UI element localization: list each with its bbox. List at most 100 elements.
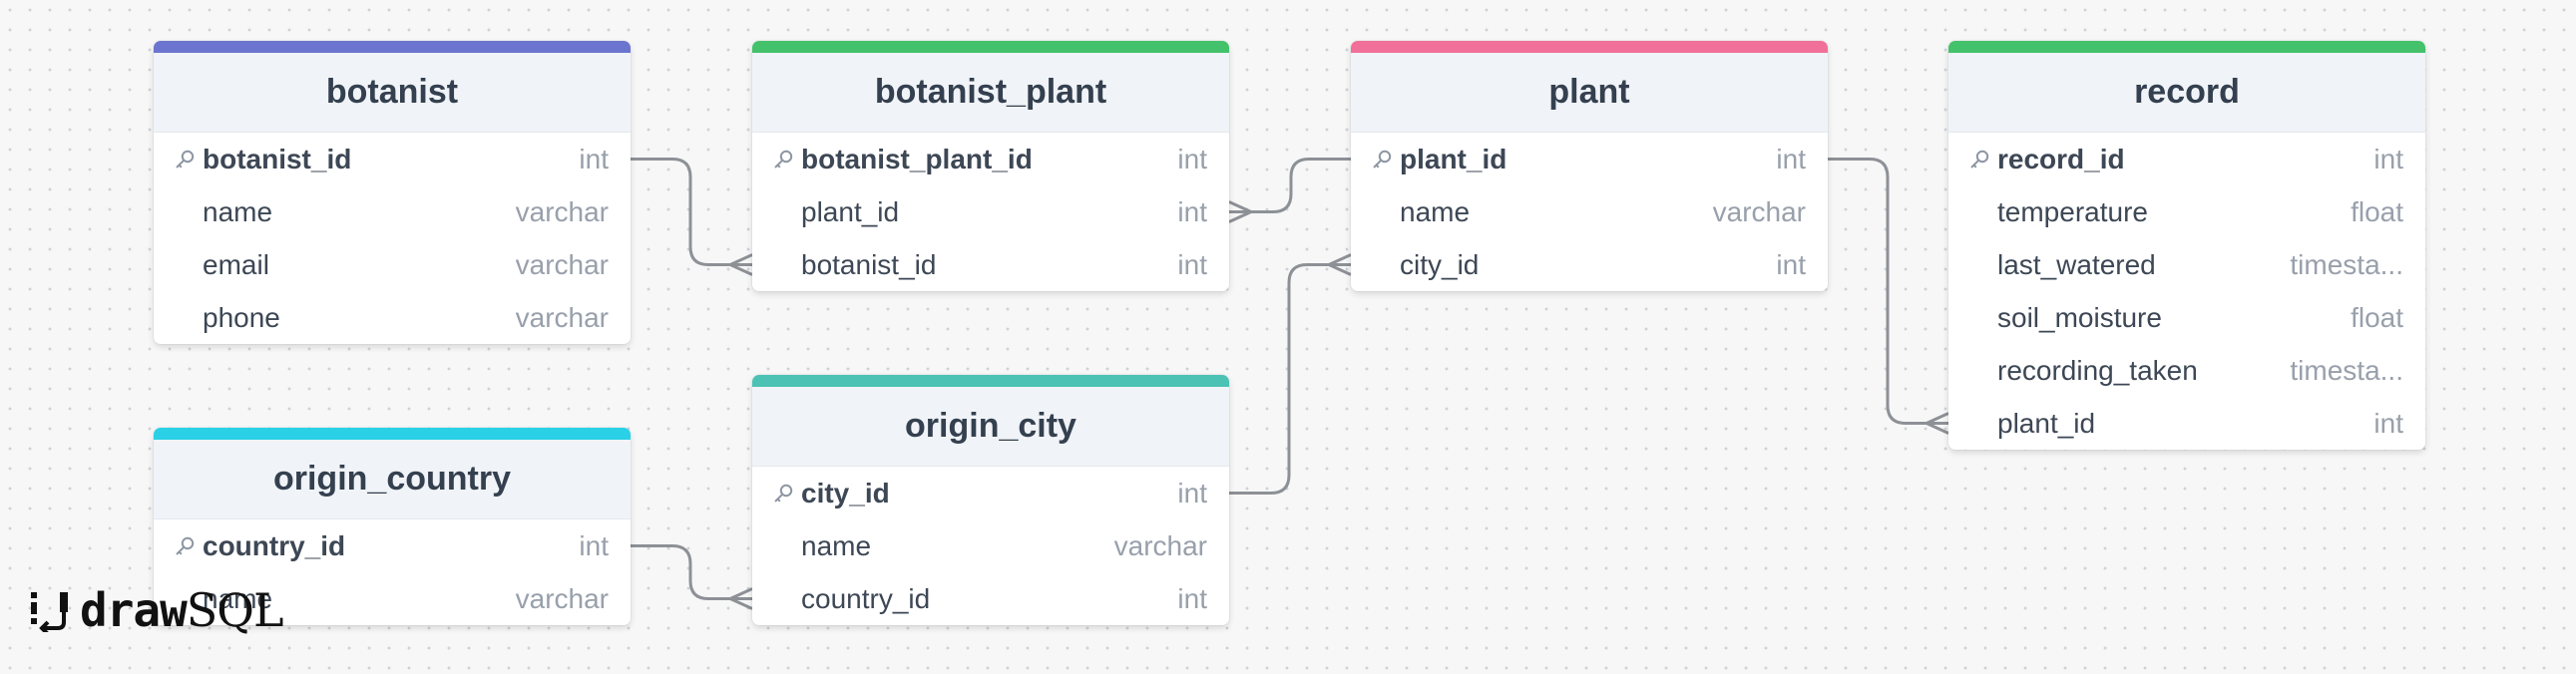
column-type: int <box>2373 143 2403 174</box>
primary-key-icon <box>174 535 203 557</box>
column-name: plant_id <box>801 195 900 227</box>
column-name: email <box>203 248 269 280</box>
column-row[interactable]: email varchar <box>154 238 631 291</box>
column-row[interactable]: city_id int <box>1351 238 1828 291</box>
column-type: float <box>2351 195 2403 227</box>
table-color-bar <box>154 428 631 440</box>
column-name: soil_moisture <box>1997 301 2162 333</box>
column-name: name <box>801 529 872 561</box>
relationship-line <box>1926 412 1949 425</box>
column-type: varchar <box>515 301 609 333</box>
relationship-line <box>631 158 752 266</box>
column-name: temperature <box>1997 195 2148 227</box>
column-name: last_watered <box>1997 248 2156 280</box>
column-name: name <box>203 195 273 227</box>
column-type: int <box>2373 407 2403 439</box>
relationship-line <box>1229 263 1351 495</box>
column-name: name <box>1400 195 1471 227</box>
relationship-line <box>729 587 753 600</box>
column-name: city_id <box>801 477 890 508</box>
column-type: int <box>1177 195 1207 227</box>
column-name: name <box>203 582 273 614</box>
column-row[interactable]: plant_id int <box>1351 133 1828 185</box>
column-type: float <box>2351 301 2403 333</box>
column-type: varchar <box>515 248 609 280</box>
relationship-line <box>1229 158 1351 213</box>
column-row[interactable]: plant_id int <box>1948 397 2425 450</box>
column-name: plant_id <box>1997 407 2096 439</box>
primary-key-icon <box>174 149 203 170</box>
relationship-line <box>1926 422 1949 435</box>
column-row[interactable]: city_id int <box>752 467 1229 519</box>
table-title[interactable]: plant <box>1351 53 1828 133</box>
column-name: botanist_plant_id <box>801 143 1033 174</box>
column-row[interactable]: plant_id int <box>752 185 1229 238</box>
column-name: phone <box>203 301 280 333</box>
relationship-line <box>729 597 753 610</box>
table-color-bar <box>154 41 631 53</box>
column-type: varchar <box>1113 529 1207 561</box>
primary-key-icon <box>772 483 801 505</box>
column-row[interactable]: name varchar <box>154 185 631 238</box>
logo-word-sql: SQL <box>186 583 284 637</box>
column-type: varchar <box>515 195 609 227</box>
relationship-line <box>1328 253 1352 266</box>
table-color-bar <box>752 41 1229 53</box>
column-name: city_id <box>1400 248 1480 280</box>
table-title[interactable]: record <box>1948 53 2425 133</box>
column-row[interactable]: recording_taken timesta... <box>1948 344 2425 397</box>
column-type: int <box>1177 582 1207 614</box>
column-name: plant_id <box>1400 143 1507 174</box>
primary-key-icon <box>1371 149 1400 170</box>
table-title[interactable]: origin_city <box>752 387 1229 467</box>
table-title[interactable]: botanist <box>154 53 631 133</box>
relationship-line <box>1228 210 1252 223</box>
column-name: record_id <box>1997 143 2125 174</box>
logo-word-draw: draw <box>80 583 188 637</box>
column-row[interactable]: phone varchar <box>154 291 631 344</box>
column-row[interactable]: soil_moisture float <box>1948 291 2425 344</box>
drawsql-logo-icon <box>31 592 68 632</box>
column-type: timesta... <box>2290 248 2403 280</box>
table-origin-country[interactable]: origin_country country_id int name varchar <box>154 428 631 625</box>
column-row[interactable]: temperature float <box>1948 185 2425 238</box>
column-row[interactable]: last_watered timesta... <box>1948 238 2425 291</box>
column-type: int <box>1776 248 1806 280</box>
column-row[interactable]: country_id int <box>752 572 1229 625</box>
relationship-line <box>1328 263 1352 276</box>
column-name: recording_taken <box>1997 354 2198 386</box>
table-color-bar <box>1351 41 1828 53</box>
column-name: country_id <box>801 582 931 614</box>
column-type: int <box>1776 143 1806 174</box>
table-color-bar <box>752 375 1229 387</box>
table-color-bar <box>1948 41 2425 53</box>
column-type: int <box>1177 248 1207 280</box>
relationship-line <box>729 253 753 266</box>
column-row[interactable]: name varchar <box>154 572 631 625</box>
column-row[interactable]: name varchar <box>752 519 1229 572</box>
relationship-line <box>1228 200 1252 213</box>
table-title[interactable]: botanist_plant <box>752 53 1229 133</box>
primary-key-icon <box>1968 149 1997 170</box>
column-type: timesta... <box>2290 354 2403 386</box>
column-name: country_id <box>203 529 346 561</box>
column-type: int <box>1177 477 1207 508</box>
table-title[interactable]: origin_country <box>154 440 631 519</box>
column-type: int <box>579 529 609 561</box>
relationship-line <box>1828 158 1948 425</box>
column-row[interactable]: country_id int <box>154 519 631 572</box>
column-name: botanist_id <box>203 143 352 174</box>
column-type: varchar <box>515 582 609 614</box>
relationship-line <box>631 544 752 600</box>
column-row[interactable]: record_id int <box>1948 133 2425 185</box>
